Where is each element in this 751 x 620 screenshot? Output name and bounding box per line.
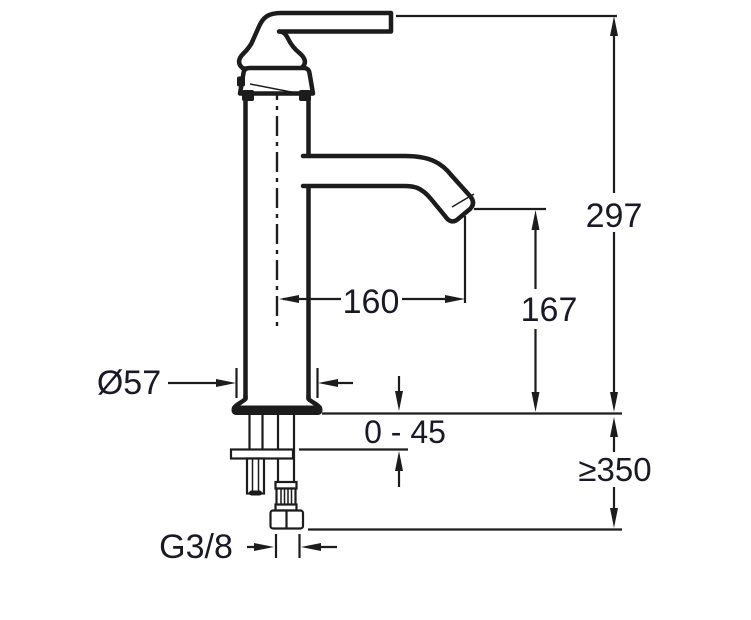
mounting-stud-lower (245, 457, 266, 495)
faucet-figure (229, 10, 476, 530)
faucet-handle-lever (236, 10, 394, 71)
arrow-up-icon (531, 210, 540, 230)
arrow-down-icon (610, 392, 618, 412)
arrow-right-icon (254, 543, 274, 551)
spout-fill (303, 156, 473, 222)
spout-tip-face-line (451, 193, 475, 208)
dim-overall-height: 297 (586, 16, 643, 412)
arrow-down-icon (610, 508, 618, 528)
arrow-left-icon (279, 295, 299, 303)
overall-height-label: 297 (586, 197, 643, 235)
cap-left-lug (237, 76, 245, 87)
min-clearance-label: ≥350 (578, 451, 651, 488)
arrow-down-icon (395, 391, 403, 411)
extension-ticks (235, 368, 319, 398)
spout-reach-label: 160 (343, 283, 400, 321)
arrow-left-icon (301, 543, 321, 551)
mounting-stud-upper (248, 415, 264, 450)
under-deck-assembly (229, 415, 305, 530)
dim-body-diameter: Ø57 (97, 364, 353, 402)
outlet-height-label: 167 (521, 291, 578, 329)
stud-hex-facets (251, 459, 260, 493)
body-diameter-label: Ø57 (97, 364, 161, 402)
base-foot (231, 405, 323, 415)
dim-spout-reach: 160 (279, 283, 465, 321)
stud-end-cap (249, 490, 262, 496)
deck-thickness-label: 0 - 45 (364, 414, 446, 450)
hose-braid-ribs (280, 489, 293, 504)
dim-deck-thickness: 0 - 45 (364, 376, 446, 487)
dim-min-clearance: ≥350 (578, 417, 652, 528)
extension-ticks (274, 534, 301, 558)
arrow-down-icon (531, 392, 540, 412)
faucet-spout (300, 153, 476, 224)
arrow-up-icon (610, 417, 618, 437)
arrow-right-icon (445, 295, 465, 303)
dim-supply-thread: G3/8 (159, 528, 337, 566)
arrow-up-icon (395, 451, 403, 471)
cap-seam-line (249, 83, 305, 96)
arrow-right-icon (216, 379, 236, 387)
arrow-left-icon (318, 379, 338, 387)
mounting-plate (229, 448, 295, 460)
cartridge-cap (237, 65, 316, 96)
dimension-annotations: 297 167 160 Ø57 (97, 14, 652, 566)
hose-braid (275, 487, 297, 507)
arrow-up-icon (610, 16, 618, 36)
supply-thread-label: G3/8 (159, 528, 233, 566)
dim-outlet-height: 167 (521, 210, 578, 412)
